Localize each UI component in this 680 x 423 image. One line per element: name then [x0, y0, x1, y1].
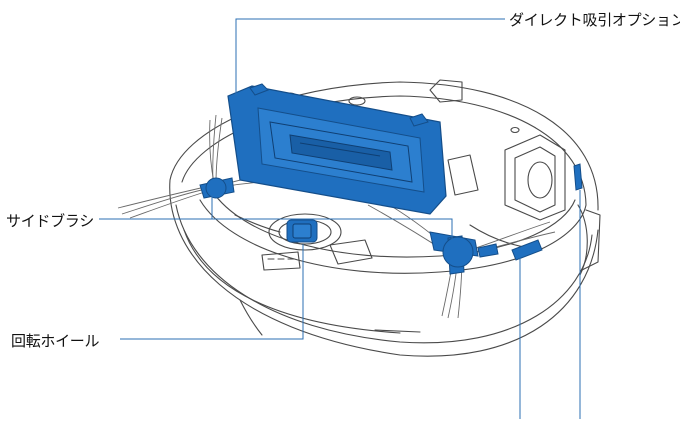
leader-direct-suction: [235, 18, 505, 96]
leader-side-brush-right: [212, 218, 453, 240]
direct-suction-label: ダイレクト吸引オプション: [509, 11, 680, 29]
leader-omni-wheel: [120, 244, 304, 340]
robot-body: [169, 79, 601, 357]
right-side-brush-hub: [429, 231, 499, 275]
side-brush-label: サイドブラシ: [6, 212, 94, 230]
direct-suction-part: [227, 83, 447, 215]
left-side-brush-hub: [199, 177, 235, 199]
omni-wheel-part: [286, 219, 318, 243]
omni-wheel-label: 回転ホイール: [11, 332, 100, 350]
leader-lines: [99, 18, 581, 419]
side-sensor-part: [511, 163, 583, 261]
